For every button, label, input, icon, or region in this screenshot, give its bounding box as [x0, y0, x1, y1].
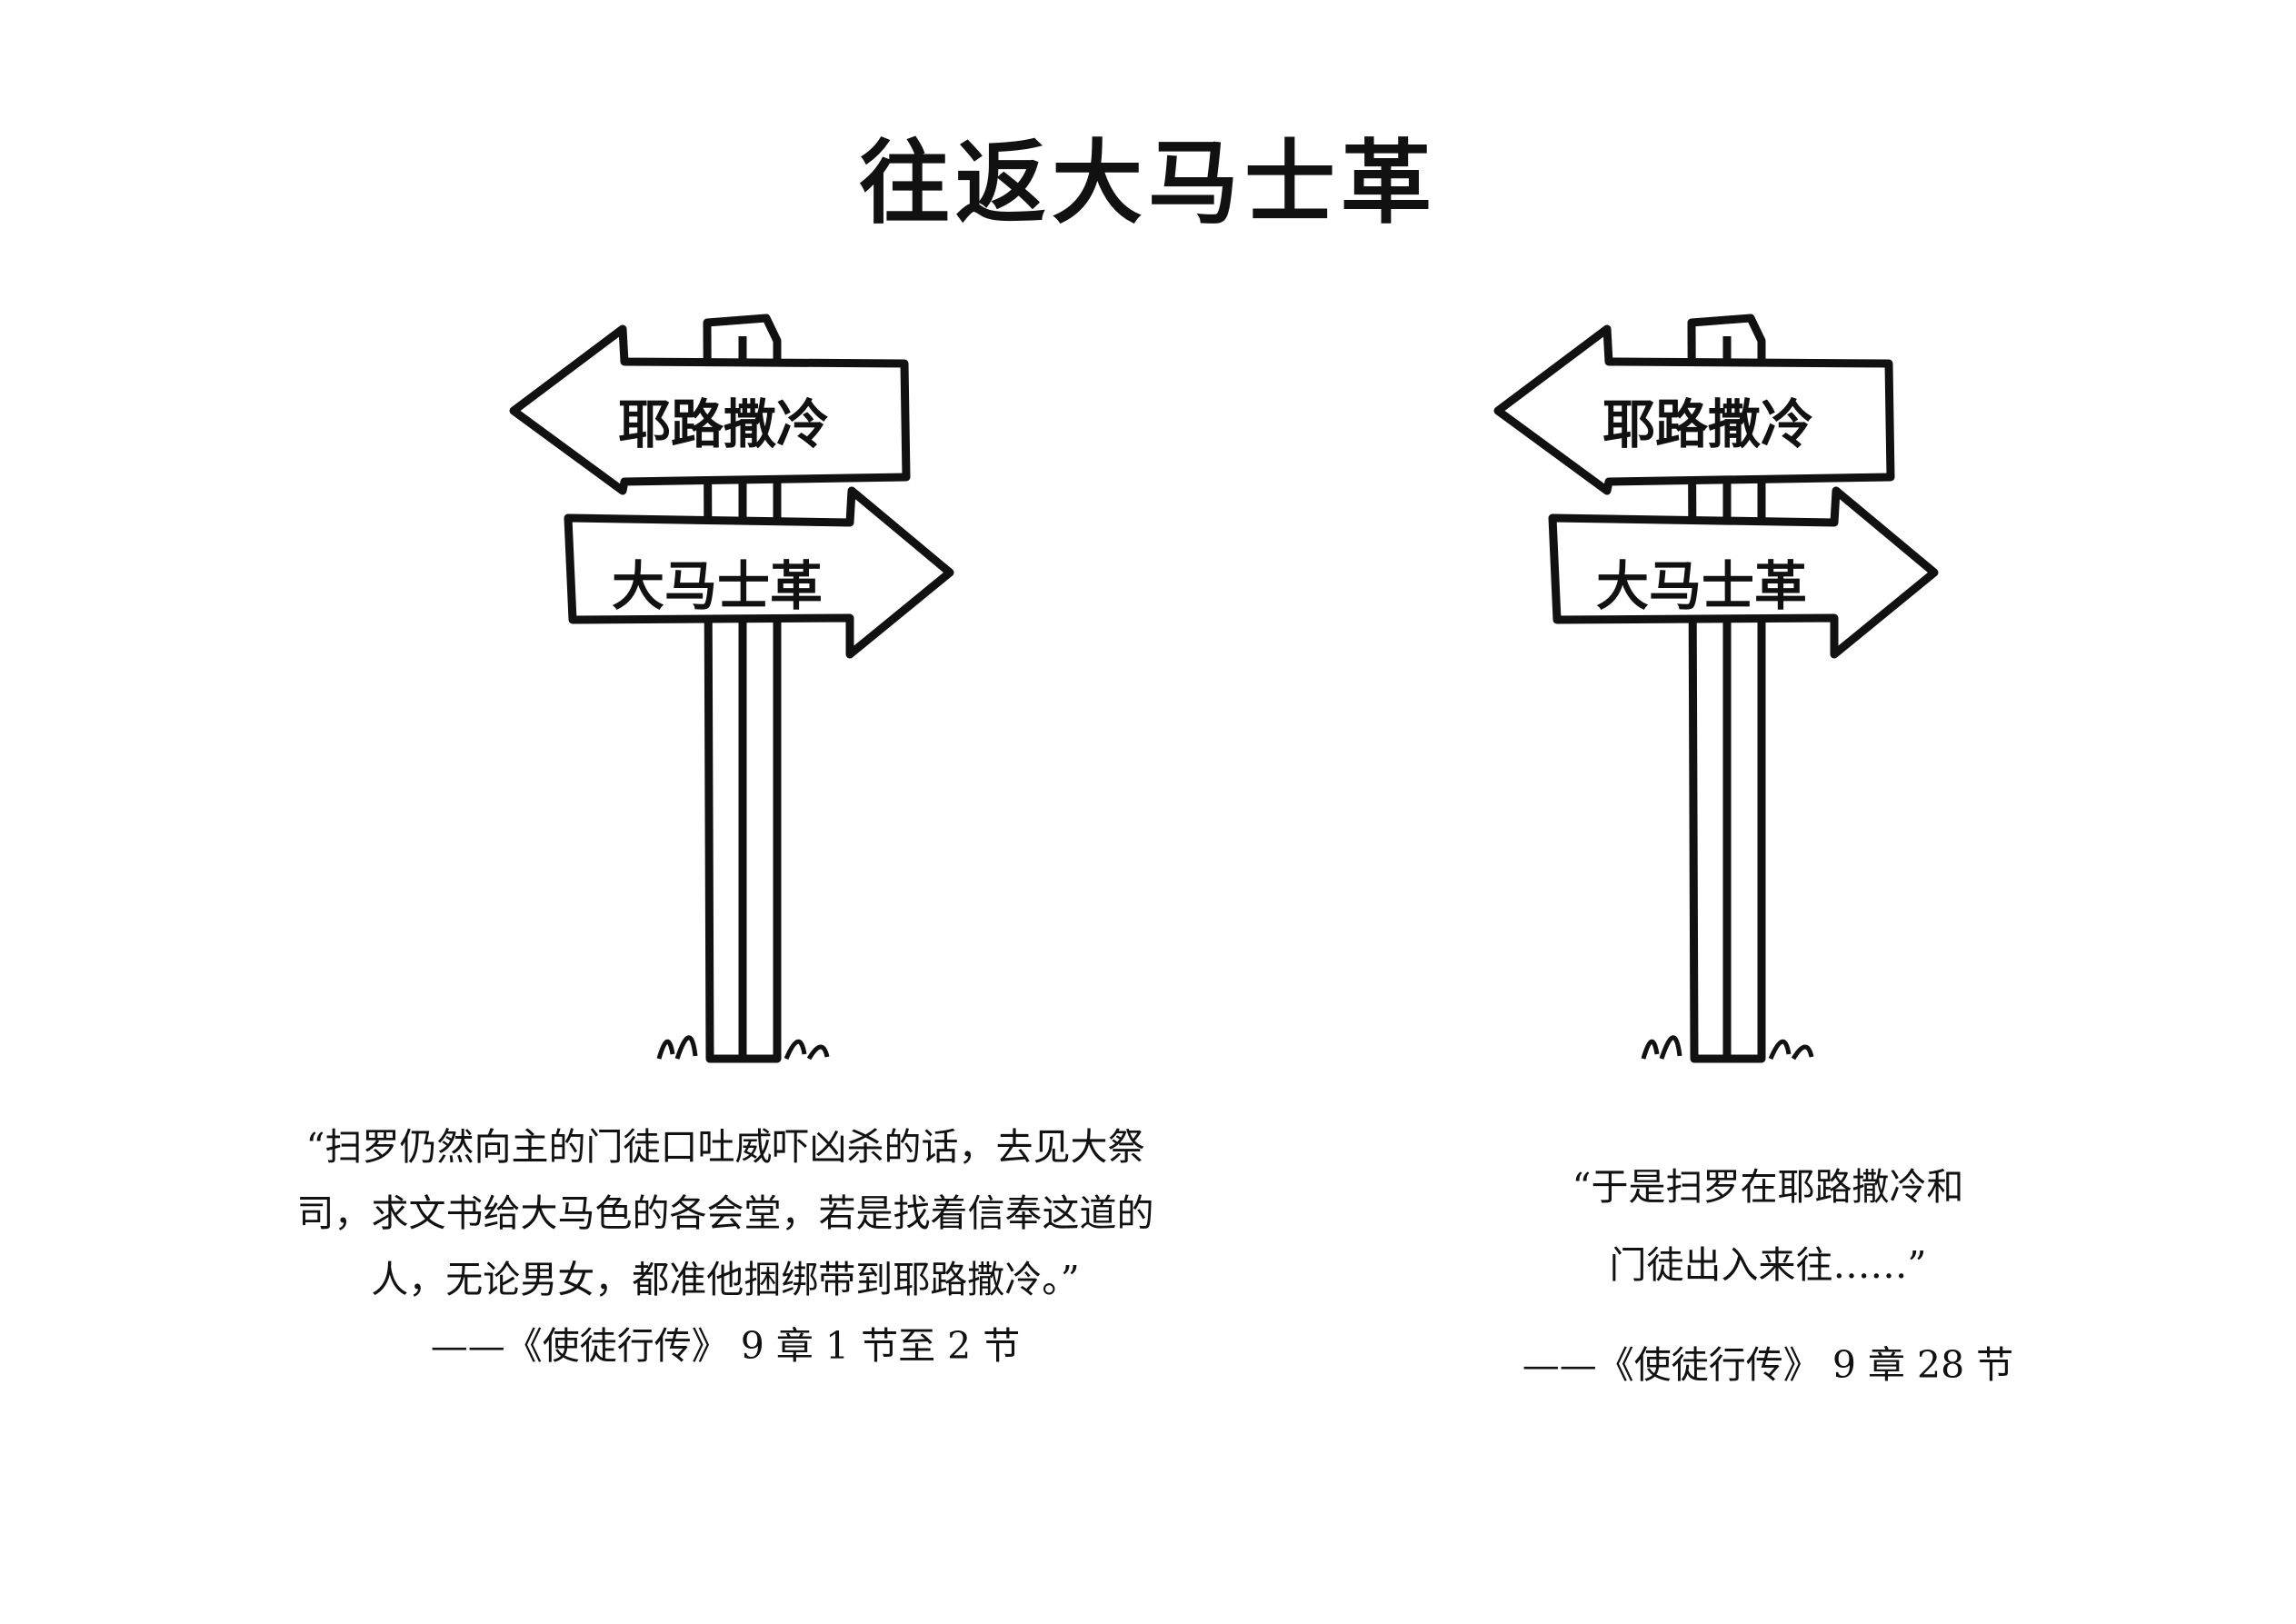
signpost-right: 耶路撒冷 大马士革	[1480, 300, 2116, 1081]
signpost-illustration	[1493, 314, 1939, 1063]
quote-left: “扫罗仍然向主的门徒口吐威吓凶杀的话，去见大祭 司，求文书给大马色的各会堂，若是…	[180, 1114, 1271, 1380]
quote-line: “于是扫罗在耶路撒冷和	[1572, 1165, 1964, 1209]
quote-source: ——《使徒行传》 9 章 28 节	[1522, 1343, 2014, 1387]
sign-arrow-damascus: 大马士革	[1596, 555, 1808, 617]
page-title: 往返大马士革	[859, 129, 1437, 236]
quote-right: “于是扫罗在耶路撒冷和 门徒出入来往……” ——《使徒行传》 9 章 28 节	[1404, 1154, 2131, 1399]
quote-source: ——《使徒行传》 9 章 1 节至 2 节	[430, 1324, 1021, 1368]
signpost-left: 耶路撒冷 大马士革	[495, 300, 1132, 1081]
quote-line: 司，求文书给大马色的各会堂，若是找着信奉这道的	[296, 1191, 1154, 1235]
quote-line: “扫罗仍然向主的门徒口吐威吓凶杀的话，去见大祭	[305, 1125, 1145, 1169]
signpost-illustration	[509, 314, 954, 1063]
quote-line: 人，无论男女，都准他捆绑带到耶路撒冷。”	[371, 1258, 1080, 1301]
quote-line: 门徒出入来往……”	[1609, 1243, 1927, 1287]
sign-arrow-jerusalem: 耶路撒冷	[1602, 394, 1814, 455]
sign-arrow-jerusalem: 耶路撒冷	[618, 394, 830, 455]
sign-arrow-damascus: 大马士革	[612, 555, 824, 617]
